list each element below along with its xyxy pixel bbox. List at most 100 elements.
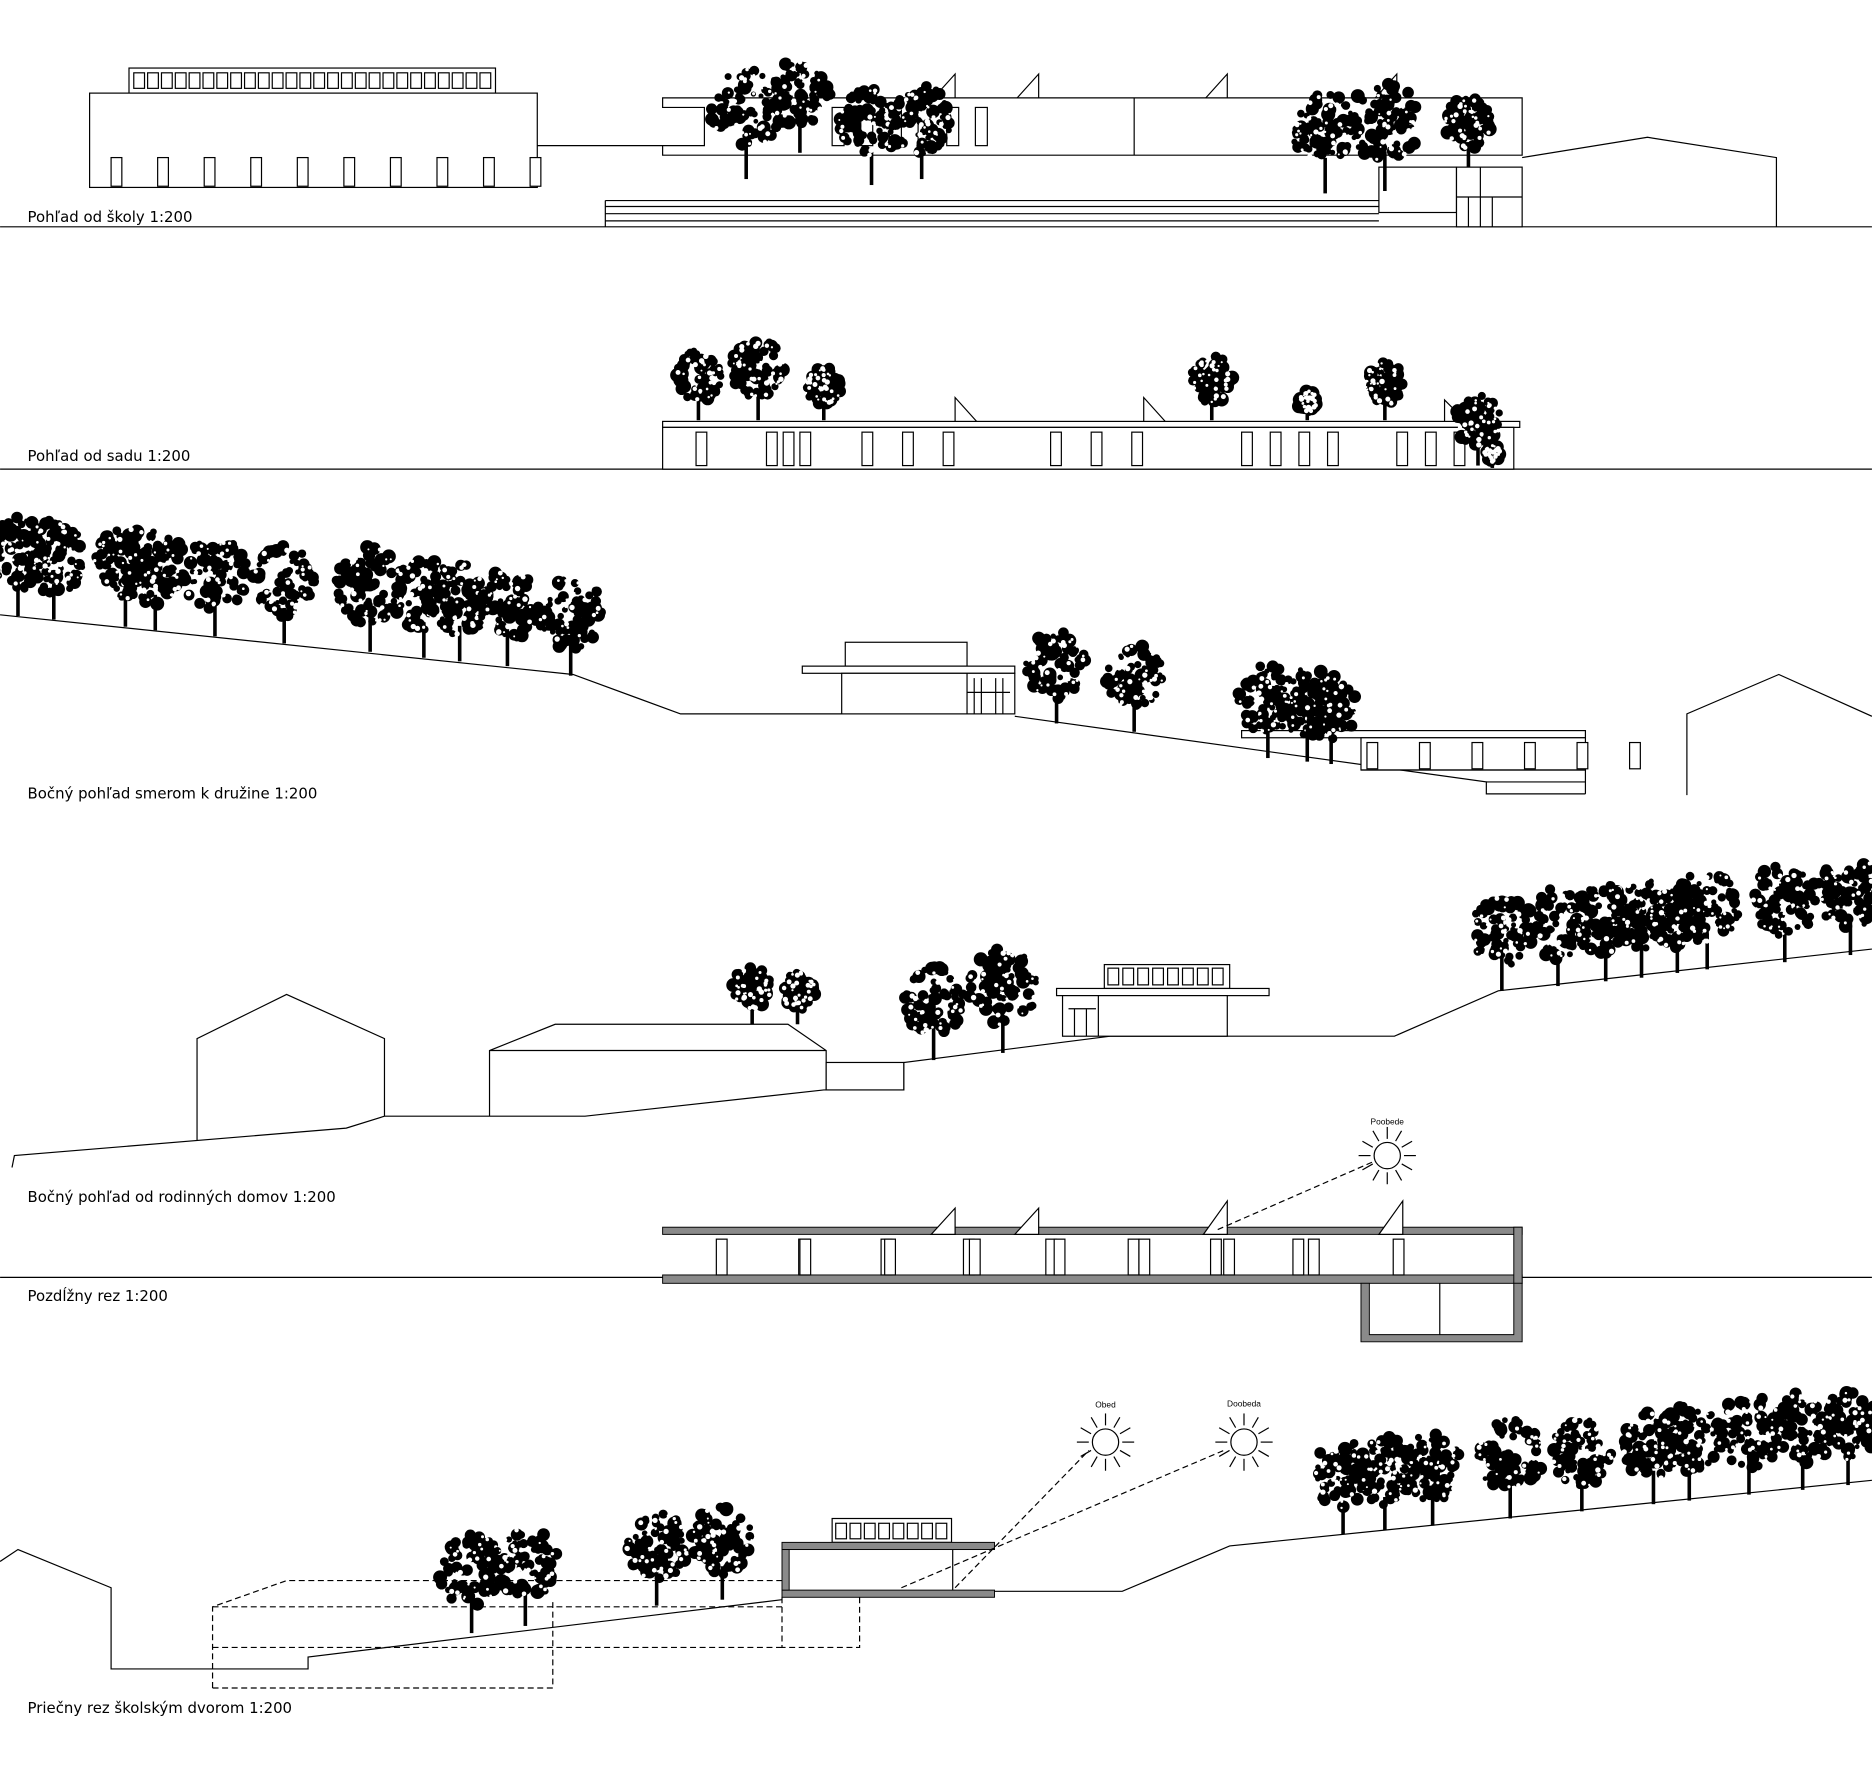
- window: [465, 72, 478, 89]
- trees: [0, 57, 1872, 1634]
- window: [861, 431, 874, 467]
- elevation-side-view-from-houses: Bočný pohľad od rodinných domov 1:200: [11, 948, 1872, 1206]
- window: [1223, 1238, 1236, 1276]
- tree-icon: [1813, 856, 1872, 956]
- tree-icon: [899, 961, 968, 1061]
- tree-icon: [331, 540, 410, 652]
- window: [1307, 1238, 1320, 1276]
- window: [1196, 967, 1209, 986]
- window: [1418, 741, 1431, 770]
- tree-icon: [180, 540, 251, 637]
- label-view-from-orchard: Pohľad od sadu 1:200: [28, 447, 191, 465]
- window: [863, 1522, 876, 1540]
- window: [410, 72, 423, 89]
- tree-icon: [490, 1526, 563, 1626]
- window: [1392, 1238, 1405, 1276]
- tree-icon: [1749, 861, 1821, 963]
- sun-morning-icon: [1215, 1413, 1273, 1471]
- window: [482, 156, 495, 187]
- tree-icon: [1814, 1385, 1872, 1486]
- sun-label-afternoon: Poobede: [1371, 1117, 1405, 1127]
- tree-icon: [1344, 77, 1422, 192]
- tree-icon: [685, 1501, 755, 1600]
- window: [437, 72, 450, 89]
- tree-icon: [778, 968, 822, 1025]
- window: [884, 1238, 897, 1276]
- longitudinal-section: Pozdĺžny rez 1:200 Poobede: [0, 1117, 1872, 1343]
- window: [765, 431, 778, 467]
- tree-icon: [120, 528, 192, 631]
- window: [1396, 431, 1409, 467]
- window: [230, 72, 243, 89]
- window: [285, 72, 298, 89]
- family-house: [196, 993, 386, 1141]
- window: [942, 431, 955, 467]
- elevation-side-view-to-club: Bočný pohľad smerom k družine 1:200: [0, 614, 1872, 803]
- window: [782, 431, 795, 467]
- window: [250, 156, 263, 187]
- window: [1050, 431, 1062, 467]
- tree-icon: [727, 336, 790, 421]
- window: [1166, 967, 1179, 986]
- window: [1211, 967, 1224, 986]
- tree-icon: [769, 57, 836, 153]
- window: [1298, 431, 1311, 467]
- window: [1326, 431, 1339, 467]
- tree-icon: [1480, 439, 1507, 468]
- window: [299, 72, 312, 89]
- window: [695, 431, 708, 467]
- tree-icon: [1547, 1417, 1617, 1512]
- window: [1090, 431, 1103, 467]
- window: [389, 156, 402, 187]
- window: [157, 156, 169, 187]
- tree-icon: [1440, 93, 1497, 168]
- window: [1269, 431, 1282, 467]
- window: [216, 72, 229, 89]
- tree-icon: [1100, 639, 1167, 732]
- window: [892, 1522, 905, 1540]
- window: [160, 72, 173, 89]
- window: [921, 1522, 934, 1540]
- tree-icon: [1399, 1428, 1465, 1526]
- label-side-view-to-club: Bočný pohľad smerom k družine 1:200: [28, 785, 318, 803]
- tree-icon: [1714, 1392, 1783, 1495]
- tree-icon: [670, 347, 725, 421]
- tree-icon: [1291, 384, 1323, 421]
- window: [188, 72, 201, 89]
- sun-afternoon-icon: [1358, 1126, 1416, 1185]
- tree-icon: [1450, 391, 1503, 466]
- window: [968, 1238, 981, 1276]
- window: [1576, 741, 1589, 770]
- window: [327, 72, 339, 89]
- window: [257, 72, 270, 89]
- window: [396, 72, 409, 89]
- window: [202, 72, 215, 89]
- window: [1523, 741, 1536, 770]
- window: [1131, 431, 1144, 467]
- window: [147, 72, 159, 89]
- long-building: [662, 97, 1523, 156]
- window: [1471, 741, 1484, 770]
- window: [243, 72, 256, 89]
- sun-label-noon: Obed: [1095, 1399, 1116, 1409]
- window: [878, 1522, 891, 1540]
- window: [296, 156, 309, 187]
- school-building: [89, 92, 538, 189]
- tree-icon: [802, 362, 846, 421]
- tree-icon: [535, 575, 606, 676]
- cross-section-schoolyard: Obed Doobeda Priečny rez školským dvorom…: [0, 1398, 1872, 1717]
- tree-icon: [622, 1509, 692, 1606]
- window: [799, 1238, 812, 1276]
- window: [1127, 1238, 1140, 1276]
- window: [203, 156, 216, 187]
- elevation-view-from-orchard: Pohľad od sadu 1:200: [0, 395, 1872, 470]
- tree-icon: [963, 943, 1039, 1053]
- tree-icon: [1022, 627, 1092, 724]
- window: [313, 72, 326, 89]
- window: [1107, 967, 1120, 986]
- window: [1138, 1238, 1151, 1276]
- tree-icon: [1363, 357, 1408, 421]
- tree-icon: [1653, 1401, 1727, 1501]
- tree-icon: [705, 65, 787, 180]
